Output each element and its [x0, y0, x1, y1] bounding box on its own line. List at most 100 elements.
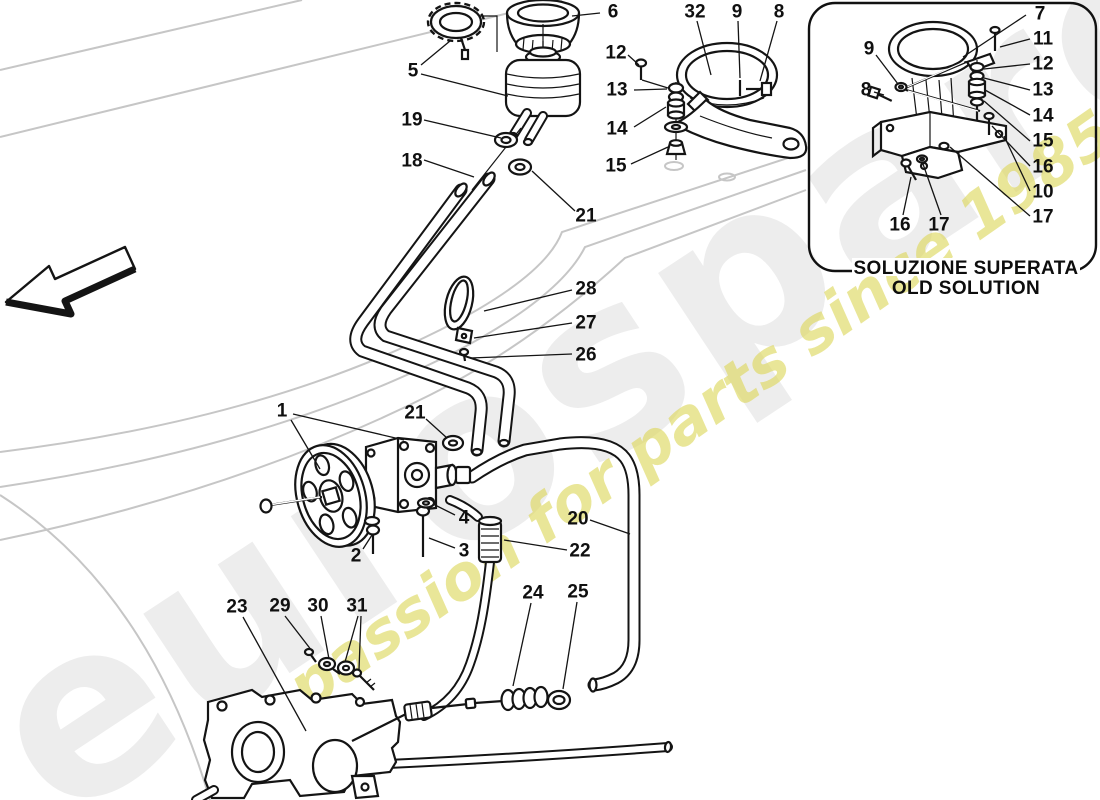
callout-c10: 10 [1032, 182, 1053, 203]
callout-c27: 27 [575, 313, 596, 334]
callout-c28: 28 [575, 279, 596, 300]
callout-c12b: 12 [1032, 54, 1053, 75]
inset-title-line1: SOLUZIONE SUPERATA [853, 258, 1078, 279]
grommet-21-lower-drawing [441, 434, 465, 452]
callout-c8a: 8 [774, 2, 785, 23]
callout-c15a: 15 [605, 156, 627, 177]
callout-c17b: 17 [1032, 207, 1053, 228]
callout-c11: 11 [1033, 29, 1054, 50]
leader-line [962, 14, 1027, 58]
leader-line [589, 519, 631, 535]
callout-c24: 24 [522, 583, 544, 604]
callout-c32: 32 [684, 2, 705, 23]
leader-line [633, 88, 668, 91]
leader-line [483, 289, 573, 312]
callout-c5: 5 [408, 61, 419, 82]
leader-line [423, 159, 475, 178]
leader-line [875, 54, 899, 85]
inset-screw-16-drawing [983, 111, 995, 135]
callout-c23: 23 [226, 597, 247, 618]
callout-c26: 26 [575, 345, 596, 366]
callout-c16b: 16 [1032, 157, 1053, 178]
hose-fitting-22-drawing [445, 495, 503, 564]
car-body-outline [0, 0, 807, 800]
leader-line [292, 413, 405, 441]
inset-box: SOLUZIONE SUPERATA OLD SOLUTION [807, 1, 1098, 299]
hoses-drawing [349, 171, 673, 769]
bolt-3-drawing [415, 505, 431, 557]
callout-c15b: 15 [1032, 131, 1054, 152]
reservoir-cap-drawing [426, 1, 486, 61]
bracket-clamp-drawing [634, 41, 808, 160]
callout-c9a: 9 [732, 2, 743, 23]
bellows-drawing [500, 685, 549, 712]
leader-line [696, 20, 712, 76]
bolt-2-drawing [363, 515, 381, 554]
callout-c17c: 17 [928, 215, 949, 236]
leader-line [873, 91, 885, 96]
leader-line [420, 73, 509, 97]
callout-c7: 7 [1035, 4, 1046, 25]
leader-line [571, 12, 601, 17]
clip-parts-drawing [303, 647, 376, 691]
leader-line [630, 146, 669, 165]
grommet-21-upper-drawing [507, 158, 533, 176]
callout-c4: 4 [459, 508, 470, 529]
callout-c18: 18 [401, 151, 422, 172]
hose-clamp-strap-drawing [443, 275, 475, 362]
leader-line [1003, 135, 1031, 192]
callout-c12a: 12 [605, 43, 626, 64]
leader-line [983, 63, 1031, 70]
callout-c14a: 14 [606, 119, 628, 140]
callout-c1: 1 [277, 401, 288, 422]
leader-line [999, 38, 1031, 48]
leader-line [358, 615, 362, 671]
clamp-screw-8-drawing [746, 81, 773, 97]
grommet-19-drawing [493, 131, 519, 149]
callout-c9b: 9 [864, 39, 875, 60]
leader-line [425, 418, 448, 439]
leader-line [344, 615, 359, 663]
callout-c3: 3 [459, 541, 470, 562]
steering-rack-drawing [191, 647, 572, 800]
leader-lines [242, 12, 1031, 732]
pulley-drawing [294, 442, 376, 548]
inset-title-mask [852, 258, 1080, 276]
leader-line [473, 322, 573, 339]
pump-assembly-drawing [259, 434, 503, 564]
old-solution-drawing [866, 20, 1008, 181]
callout-c16c: 16 [889, 215, 910, 236]
leader-line [983, 100, 1031, 142]
leader-line [627, 54, 640, 66]
callout-c25: 25 [567, 582, 589, 603]
leader-line [420, 40, 451, 66]
leader-line [562, 601, 578, 690]
leader-line [512, 602, 532, 687]
callout-c13a: 13 [606, 80, 627, 101]
leader-line [633, 106, 667, 128]
leader-line [290, 419, 321, 470]
leader-line [759, 20, 778, 82]
callout-c22: 22 [569, 541, 590, 562]
callout-c21b: 21 [404, 403, 426, 424]
direction-arrow-icon [4, 245, 137, 318]
callout-c13b: 13 [1032, 80, 1053, 101]
callout-c8b: 8 [861, 80, 872, 101]
leader-line [423, 119, 502, 139]
reservoir-assembly-drawing [426, 0, 582, 191]
leader-line [469, 353, 573, 359]
callout-c21a: 21 [575, 206, 597, 227]
leader-line [432, 503, 456, 516]
leader-line [902, 176, 912, 216]
leader-line [428, 537, 456, 549]
ring-25-drawing [546, 689, 572, 711]
inset-screw-16b-drawing [900, 158, 917, 181]
leader-line [983, 77, 1031, 91]
leader-line [362, 534, 373, 550]
callout-c30: 30 [307, 596, 328, 617]
leader-line [531, 170, 576, 212]
washer-stack-drawing [663, 82, 689, 160]
callout-c29: 29 [269, 596, 290, 617]
